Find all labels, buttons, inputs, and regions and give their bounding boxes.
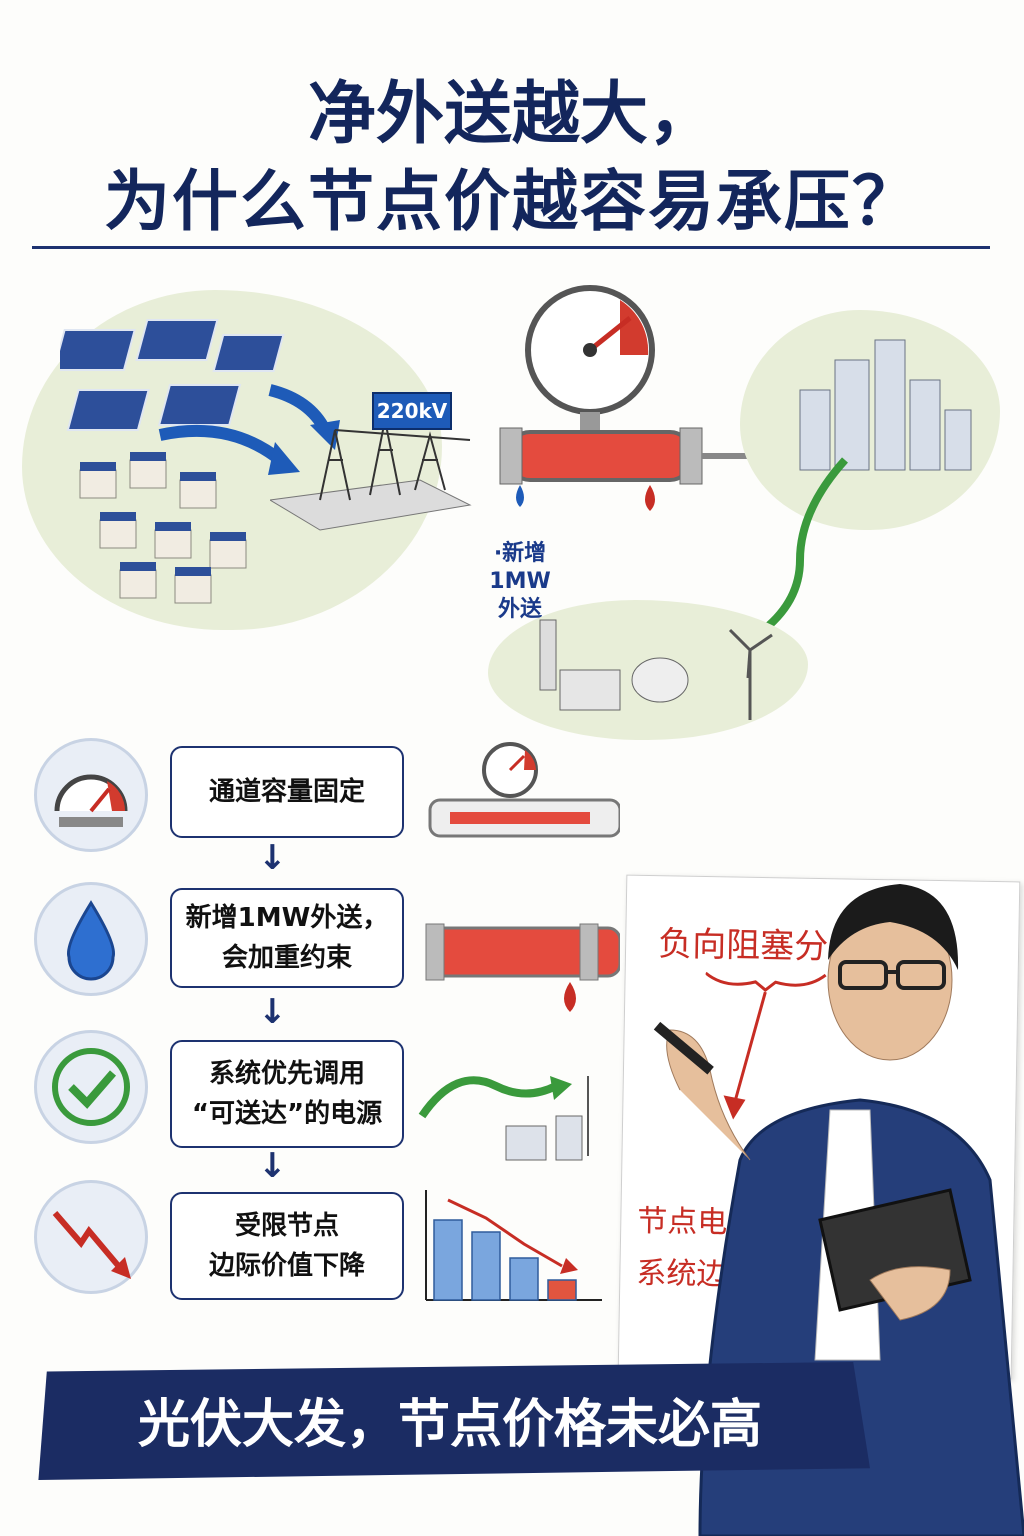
title-line-1: 净外送越大， <box>307 75 716 154</box>
bar-2 <box>471 1231 501 1301</box>
gauge-icon <box>34 738 148 852</box>
step-3-text: “可送达”的电源 <box>191 1099 383 1129</box>
constraint-pipe-icon <box>425 923 620 1012</box>
step-box-2: 新增1MW外送， 会加重约束 <box>170 888 404 988</box>
conclusion-banner <box>38 1362 870 1480</box>
step-2-text: 会加重约束 <box>221 943 352 973</box>
power-plant-icon <box>539 619 773 720</box>
flow-note: ·新增 1MW 外送 <box>480 540 560 624</box>
title-line-2: 为什么节点价越容易承压？ <box>104 163 920 240</box>
step-box-3: 系统优先调用 “可送达”的电源 <box>170 1040 404 1148</box>
flow-note-line: 外送 <box>497 597 542 622</box>
step-arrow-1: ↓ <box>258 838 287 878</box>
flow-note-line: ·新增 <box>493 541 547 566</box>
step-box-1: 通道容量固定 <box>170 746 404 838</box>
deliverable-supply-icon <box>418 1076 589 1161</box>
bar-1 <box>433 1219 463 1301</box>
falling-arrow-icon <box>34 1180 148 1294</box>
step-arrow-2: ↓ <box>258 992 287 1032</box>
step-4-text: 边际价值下降 <box>208 1251 365 1281</box>
step-1-text: 通道容量固定 <box>208 777 365 807</box>
step-arrow-3: ↓ <box>258 1146 287 1186</box>
voltage-sign: 220kV <box>372 392 452 430</box>
city-buildings-icon <box>799 339 972 471</box>
water-drop-icon <box>34 882 148 996</box>
bar-3 <box>509 1257 539 1301</box>
bar-4 <box>547 1279 577 1301</box>
whiteboard: 负向阻塞分量 节点电价低于 系统边际价格 <box>617 874 1021 1380</box>
network-illustration: 220kV ·新增 1MW 外送 <box>0 270 1024 740</box>
brace-arrow-icon <box>704 971 827 1120</box>
title-divider <box>32 246 990 249</box>
flow-note-line: 1MW <box>489 569 551 594</box>
voltage-label: 220kV <box>376 399 448 423</box>
check-icon <box>34 1030 148 1144</box>
step-2-text: 新增1MW外送， <box>185 903 389 933</box>
trend-arrowhead <box>560 1258 578 1274</box>
trend-line <box>447 1198 563 1268</box>
price-decline-chart <box>425 1190 602 1301</box>
solar-panels-icon <box>60 319 285 604</box>
capacity-pipe-icon <box>428 742 620 838</box>
step-4-text: 受限节点 <box>234 1211 339 1241</box>
transmission-pipe-icon <box>499 285 770 511</box>
conclusion-banner-text: 光伏大发，节点价格未必高 <box>137 1395 762 1455</box>
step-3-text: 系统优先调用 <box>208 1059 365 1089</box>
step-box-4: 受限节点 边际价值下降 <box>170 1192 404 1300</box>
